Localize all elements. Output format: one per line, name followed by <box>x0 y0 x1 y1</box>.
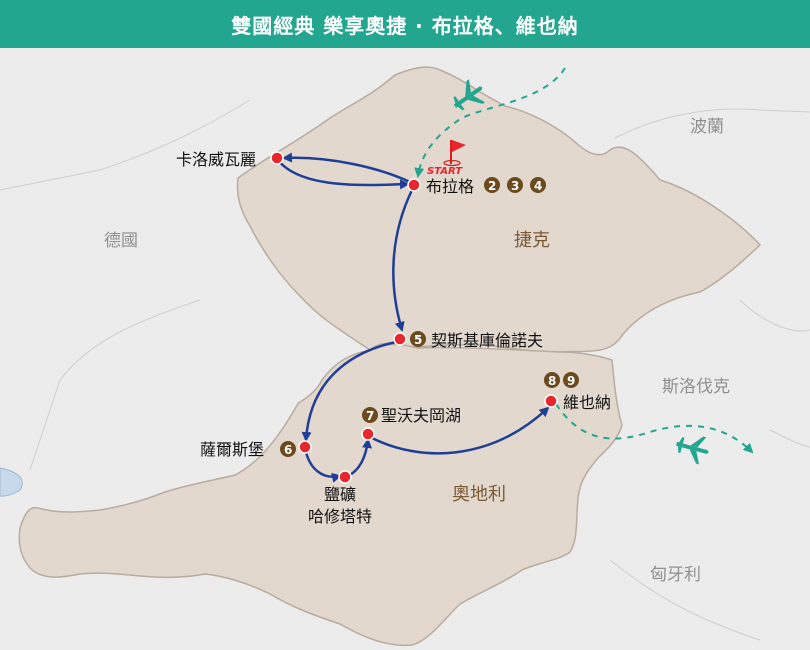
route-arrow <box>392 189 414 332</box>
route-arrow <box>301 340 397 442</box>
start-label: START <box>427 166 463 177</box>
day-badge: 8 <box>544 372 560 388</box>
country-czech: 捷克 <box>514 230 550 251</box>
route-arrow <box>371 406 550 455</box>
map-canvas: 波蘭 德國 捷克 斯洛伐克 奧地利 匈牙利 <box>0 48 810 650</box>
airplane-icon <box>453 79 486 111</box>
svg-text:3: 3 <box>511 179 519 193</box>
inbound-flight-path <box>414 67 566 178</box>
city-hallstatt: 哈修塔特 <box>308 507 372 526</box>
route-arrow <box>277 159 410 190</box>
country-slovakia: 斯洛伐克 <box>662 377 730 397</box>
svg-text:7: 7 <box>366 409 374 423</box>
route-arrow <box>304 451 342 483</box>
day-badge: 7 <box>362 407 378 423</box>
city-st-wolfgang: 聖沃夫岡湖 <box>381 406 461 425</box>
city-marker <box>544 394 558 408</box>
country-poland: 波蘭 <box>690 117 724 137</box>
day-badge: 4 <box>530 177 546 193</box>
start-flag-icon <box>443 140 466 167</box>
day-badge: 9 <box>563 372 579 388</box>
city-salt-mine: 鹽礦 <box>324 485 356 504</box>
svg-text:6: 6 <box>284 443 292 457</box>
city-marker <box>393 332 407 346</box>
neighbor-borders <box>0 99 810 641</box>
day-badge: 2 <box>484 177 500 193</box>
day-badge: 3 <box>507 177 523 193</box>
airplane-icon <box>676 436 709 465</box>
svg-text:2: 2 <box>488 179 496 193</box>
country-austria: 奧地利 <box>452 484 506 505</box>
city-karlovy-vary: 卡洛威瓦麗 <box>176 150 256 169</box>
country-germany: 德國 <box>104 231 138 251</box>
city-marker <box>298 440 312 454</box>
svg-text:5: 5 <box>414 333 422 347</box>
city-marker <box>407 178 421 192</box>
route-arrow <box>282 152 411 184</box>
city-cesky-krumlov: 契斯基庫倫諾夫 <box>431 331 543 350</box>
svg-text:9: 9 <box>567 374 575 388</box>
route <box>277 152 550 483</box>
austria-land <box>18 343 623 647</box>
czech-land <box>236 66 762 354</box>
day-badge: 5 <box>410 331 426 347</box>
page-title: 雙國經典 樂享奧捷 · 布拉格、維也納 <box>0 0 810 48</box>
svg-text:8: 8 <box>548 374 556 388</box>
city-vienna: 維也納 <box>563 393 611 412</box>
svg-text:4: 4 <box>534 179 542 193</box>
city-prague: 布拉格 <box>426 177 474 196</box>
city-salzburg: 薩爾斯堡 <box>200 440 264 459</box>
city-marker <box>361 427 375 441</box>
outbound-flight-path <box>555 403 754 454</box>
lake <box>0 467 23 497</box>
day-badge: 6 <box>280 441 296 457</box>
city-marker <box>270 151 284 165</box>
country-hungary: 匈牙利 <box>650 565 701 585</box>
city-markers <box>270 151 558 484</box>
city-marker <box>338 470 352 484</box>
